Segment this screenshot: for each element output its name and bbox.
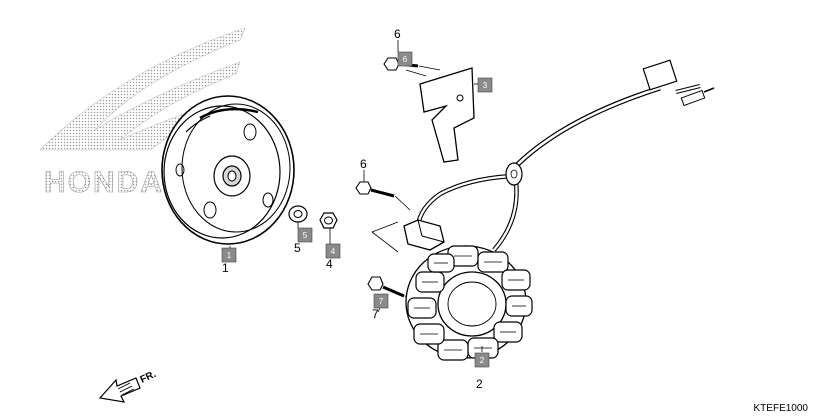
flywheel xyxy=(161,95,295,245)
callout-2: 2 xyxy=(476,377,483,391)
svg-text:3: 3 xyxy=(483,81,488,90)
diagram-code: KTEFE1000 xyxy=(754,403,809,414)
callout-4: 4 xyxy=(326,257,333,271)
brand-wordmark: HONDA xyxy=(44,166,164,199)
front-label: FR. xyxy=(139,369,158,386)
callout-1: 1 xyxy=(222,261,229,275)
bolt-lower xyxy=(367,276,421,303)
svg-text:4: 4 xyxy=(331,247,336,256)
callout-7: 7 xyxy=(372,307,379,321)
svg-text:1: 1 xyxy=(227,251,232,260)
wire-connector xyxy=(642,59,715,107)
svg-text:7: 7 xyxy=(379,297,384,306)
ref-badge-2: 2 xyxy=(474,352,490,368)
callout-6-middle: 6 xyxy=(360,157,367,171)
ref-badge-6-upper: 6 xyxy=(397,51,413,67)
front-direction-indicator: FR. xyxy=(98,369,158,403)
ref-badge-7: 7 xyxy=(373,293,389,309)
ref-badge-3: 3 xyxy=(477,77,493,93)
callout-5: 5 xyxy=(294,241,301,255)
bolt-middle xyxy=(355,181,411,211)
svg-text:6: 6 xyxy=(403,55,408,64)
nut xyxy=(319,212,338,229)
ref-badge-5: 5 xyxy=(297,227,313,243)
pulse-generator xyxy=(371,219,445,253)
washer xyxy=(288,205,308,223)
svg-text:2: 2 xyxy=(480,356,485,365)
front-arrow-icon xyxy=(98,377,141,403)
stator xyxy=(405,245,533,361)
svg-text:5: 5 xyxy=(303,231,308,240)
clamp xyxy=(419,67,475,163)
ref-badge-4: 4 xyxy=(325,243,341,259)
ref-badge-1: 1 xyxy=(221,247,237,263)
leader-lines xyxy=(229,40,483,352)
wire-harness xyxy=(415,59,715,252)
callout-6-upper: 6 xyxy=(394,27,401,41)
